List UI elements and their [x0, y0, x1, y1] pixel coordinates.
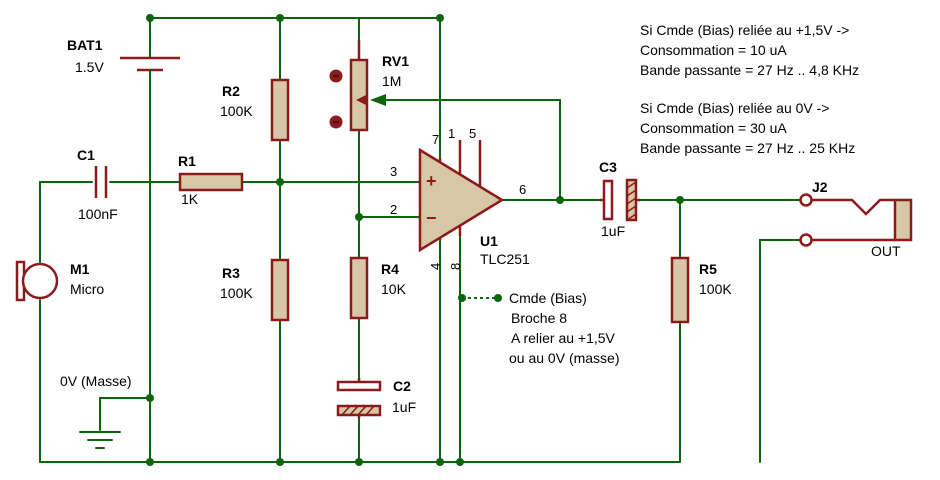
- note-line-4: Si Cmde (Bias) reliée au 0V ->: [640, 100, 829, 116]
- pin-8-label: 8: [448, 263, 463, 270]
- rv1-value: 1M: [382, 73, 401, 89]
- resistor-r5: [670, 256, 690, 324]
- pin-5-label: 5: [469, 126, 476, 141]
- r1-value: 1K: [181, 191, 199, 207]
- bat1-ref: BAT1: [67, 37, 103, 53]
- c2-value: 1uF: [392, 399, 416, 415]
- note-line-2: Consommation = 10 uA: [640, 42, 787, 58]
- capacitor-c2: [336, 378, 382, 418]
- cmde-line-4: ou au 0V (masse): [509, 350, 620, 366]
- c1-ref: C1: [77, 147, 95, 163]
- capacitor-c3: [600, 178, 640, 222]
- m1-value: Micro: [70, 281, 104, 297]
- opamp-plus-sign: +: [426, 171, 437, 191]
- cmde-line-3: A relier au +1,5V: [511, 330, 616, 346]
- junctions: [146, 14, 684, 466]
- note-line-5: Consommation = 30 uA: [640, 120, 787, 136]
- note-line-6: Bande passante = 27 Hz .. 25 KHz: [640, 140, 855, 156]
- note-line-3: Bande passante = 27 Hz .. 4,8 KHz: [640, 62, 859, 78]
- capacitor-c1: [94, 166, 108, 198]
- ground-label: 0V (Masse): [60, 373, 132, 389]
- jack-j2: [799, 193, 913, 247]
- cmde-note: Cmde (Bias) Broche 8 A relier au +1,5V o…: [509, 290, 620, 366]
- c3-value: 1uF: [601, 223, 625, 239]
- pin-2-label: 2: [390, 202, 397, 217]
- c3-ref: C3: [599, 159, 617, 175]
- rv1-ref: RV1: [382, 53, 409, 69]
- r1-ref: R1: [178, 153, 196, 169]
- ground-icon: [79, 431, 121, 449]
- r3-value: 100K: [220, 285, 253, 301]
- bat1-value: 1.5V: [75, 59, 104, 75]
- r5-value: 100K: [699, 281, 732, 297]
- pin-6-label: 6: [519, 182, 526, 197]
- pin-3-label: 3: [390, 164, 397, 179]
- wiper-arrow-icon: [370, 94, 386, 106]
- r4-ref: R4: [381, 261, 399, 277]
- opamp-u1: [418, 140, 505, 253]
- c1-value: 100nF: [78, 206, 118, 222]
- r2-value: 100K: [220, 103, 253, 119]
- pin-7-label: 7: [432, 132, 439, 147]
- m1-ref: M1: [70, 261, 90, 277]
- r4-value: 10K: [381, 281, 407, 297]
- note-line-1: Si Cmde (Bias) reliée au +1,5V ->: [640, 22, 849, 38]
- r2-ref: R2: [222, 83, 240, 99]
- cmde-line-1: Cmde (Bias): [509, 290, 587, 306]
- resistor-r1: [178, 172, 244, 192]
- j2-value: OUT: [871, 243, 901, 259]
- u1-ref: U1: [480, 233, 498, 249]
- pin-4-label: 4: [428, 263, 443, 270]
- battery-bat1: [120, 56, 180, 81]
- r5-ref: R5: [699, 261, 717, 277]
- resistor-r4: [349, 256, 369, 320]
- r3-ref: R3: [222, 265, 240, 281]
- potentiometer-rv1: [329, 40, 369, 132]
- resistor-r3: [270, 258, 290, 322]
- cmde-line-2: Broche 8: [511, 310, 567, 326]
- c2-ref: C2: [393, 378, 411, 394]
- resistor-r2: [270, 78, 290, 142]
- pin-1-label: 1: [448, 126, 455, 141]
- opamp-minus-sign: −: [426, 208, 437, 228]
- microphone-m1: [15, 260, 59, 302]
- u1-value: TLC251: [480, 251, 530, 267]
- j2-ref: J2: [812, 179, 828, 195]
- bias-notes: Si Cmde (Bias) reliée au +1,5V -> Consom…: [640, 22, 859, 156]
